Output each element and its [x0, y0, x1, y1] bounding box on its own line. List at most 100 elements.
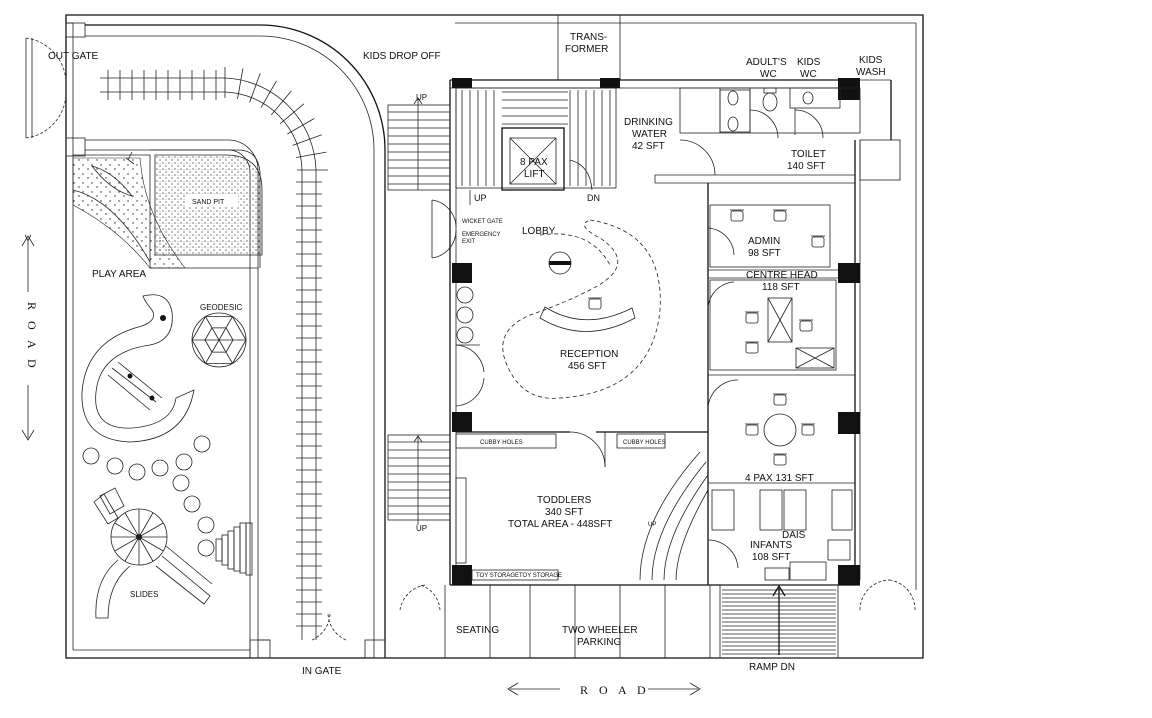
- toy-storage-label-1: TOY STORAGE: [476, 573, 519, 579]
- chair: [799, 320, 813, 332]
- road-bottom: R O A D: [507, 682, 701, 697]
- track-tie: [279, 103, 305, 125]
- track-tie: [237, 68, 244, 100]
- lift-label-2: LIFT: [524, 169, 545, 180]
- west-door: [455, 344, 485, 407]
- toddlers-label-2: 340 SFT: [545, 507, 583, 518]
- slide-step: [124, 512, 140, 538]
- wicket-gate-label: WICKET GATE: [462, 219, 503, 225]
- boat-play: [90, 151, 135, 197]
- slide-step: [124, 536, 140, 562]
- lift-label-1: 8 PAX: [520, 157, 548, 168]
- chair: [773, 454, 787, 466]
- columns: [452, 78, 860, 585]
- infants-label-2: 108 SFT: [752, 552, 790, 563]
- road-left: R O A D: [21, 236, 39, 441]
- emergency-exit-label-2: EXIT: [462, 239, 476, 245]
- drinking-water-label-1: DRINKING: [624, 117, 673, 128]
- two-wheeler-label-2: PARKING: [577, 637, 621, 648]
- cubby-holes-label-2: CUBBY HOLES: [623, 440, 666, 446]
- play-steps: [215, 522, 253, 576]
- play-area-label: PLAY AREA: [92, 269, 146, 280]
- driveway: [85, 24, 386, 659]
- road-bottom-label: R O A D: [580, 683, 650, 697]
- geodesic-strut: [218, 316, 233, 341]
- toilet-block: [654, 87, 901, 184]
- kids-wash-label-1: KIDS: [859, 55, 883, 66]
- geodesic-strut: [205, 339, 220, 364]
- play-track: [100, 67, 328, 640]
- transformer-label-1: TRANS-: [570, 32, 607, 43]
- sand-pit-label: SAND PIT: [192, 199, 225, 206]
- adults-wc-label-1: ADULT'S: [746, 57, 787, 68]
- ramp-dn-label: RAMP DN: [749, 662, 795, 673]
- seating-label: SEATING: [456, 625, 499, 636]
- toilet-label-1: TOILET: [791, 149, 826, 160]
- kids-wc-label-2: WC: [800, 69, 817, 80]
- admin-label-1: ADMIN: [748, 236, 780, 247]
- chairs: [588, 209, 825, 466]
- dais-label: DAIS: [782, 530, 806, 541]
- kids-wash-label-2: WASH: [856, 67, 886, 78]
- chair: [745, 312, 759, 324]
- slides-label: SLIDES: [130, 590, 158, 599]
- chair: [730, 210, 744, 222]
- in-gate: [311, 611, 347, 641]
- chair: [773, 210, 787, 222]
- wicket-gate: [431, 199, 457, 259]
- admin-label-2: 98 SFT: [748, 248, 781, 259]
- toddlers-label-1: TODDLERS: [537, 495, 592, 506]
- slides-structure: [93, 487, 213, 619]
- geodesic-strut: [225, 327, 234, 341]
- toilet-label-2: 140 SFT: [787, 161, 825, 172]
- slide-step: [138, 536, 164, 552]
- drinking-water-label-2: WATER: [632, 129, 667, 140]
- geodesic-strut: [204, 327, 213, 341]
- landscape-edge: [72, 189, 151, 263]
- centre-head-label-2: 118 SFT: [762, 282, 800, 293]
- toddlers-room: [455, 431, 709, 581]
- track-tie: [270, 90, 292, 116]
- two-wheeler-label-1: TWO WHEELER: [562, 625, 638, 636]
- geodesic-strut: [225, 339, 234, 353]
- parking-area: [399, 579, 916, 658]
- emergency-exit-label-1: EMERGENCY: [462, 232, 501, 238]
- reception-area: [456, 219, 661, 399]
- track-tie: [292, 134, 322, 146]
- chair: [773, 394, 787, 406]
- cubby-holes-label-1: CUBBY HOLES: [480, 440, 523, 446]
- kids-wc-label-1: KIDS: [797, 57, 821, 68]
- chair: [745, 424, 759, 436]
- slide-step: [138, 512, 154, 538]
- dn-label: DN: [587, 193, 600, 203]
- transformer-label-2: FORMER: [565, 44, 608, 55]
- stepping-stones: [82, 435, 215, 557]
- geodesic-dome: [191, 312, 247, 368]
- toy-storage-label-2: TOY STORAGE: [519, 573, 562, 579]
- slide-step: [114, 522, 140, 538]
- geodesic-strut: [204, 339, 213, 353]
- geodesic-strut: [218, 339, 233, 364]
- in-gate-label: IN GATE: [302, 666, 342, 677]
- reception-label-1: RECEPTION: [560, 349, 618, 360]
- geodesic-strut: [205, 316, 220, 341]
- geodesic-label: GEODESIC: [200, 303, 242, 312]
- up-label-2: UP: [416, 524, 427, 533]
- chair: [745, 342, 759, 354]
- slide-step: [138, 536, 154, 562]
- infants-label-1: INFANTS: [750, 540, 793, 551]
- chair: [801, 424, 815, 436]
- reception-label-2: 456 SFT: [568, 361, 606, 372]
- adults-wc-label-2: WC: [760, 69, 777, 80]
- spiral-play: [81, 294, 195, 443]
- centre-head-label-1: CENTRE HEAD: [746, 270, 818, 281]
- up-label-1: UP: [416, 93, 427, 102]
- geodesic-strut: [232, 316, 247, 341]
- toddlers-label-3: TOTAL AREA - 448SFT: [508, 519, 612, 530]
- drinking-water-label-3: 42 SFT: [632, 141, 665, 152]
- geodesic-strut: [191, 339, 206, 364]
- ramp: [719, 584, 839, 659]
- site-boundary: [65, 14, 924, 659]
- pax-room-label: 4 PAX 131 SFT: [745, 473, 814, 484]
- road-left-label: R O A D: [25, 302, 39, 372]
